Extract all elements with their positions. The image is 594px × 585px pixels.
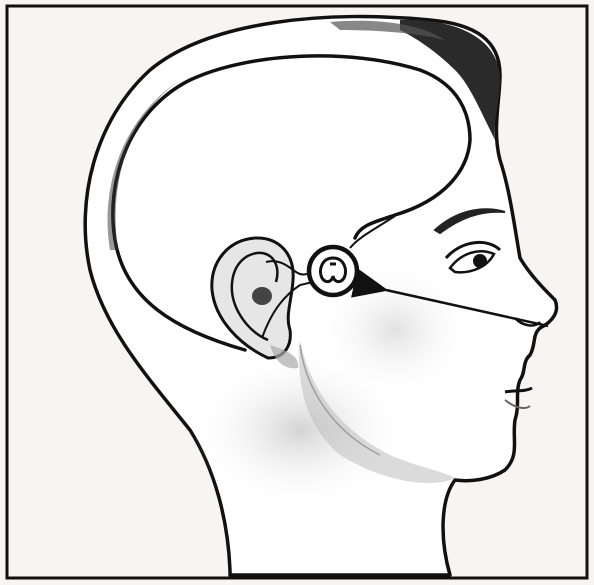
- acupoint-ring: [309, 247, 357, 295]
- eye-pupil: [473, 254, 487, 268]
- ear-canal: [252, 287, 272, 305]
